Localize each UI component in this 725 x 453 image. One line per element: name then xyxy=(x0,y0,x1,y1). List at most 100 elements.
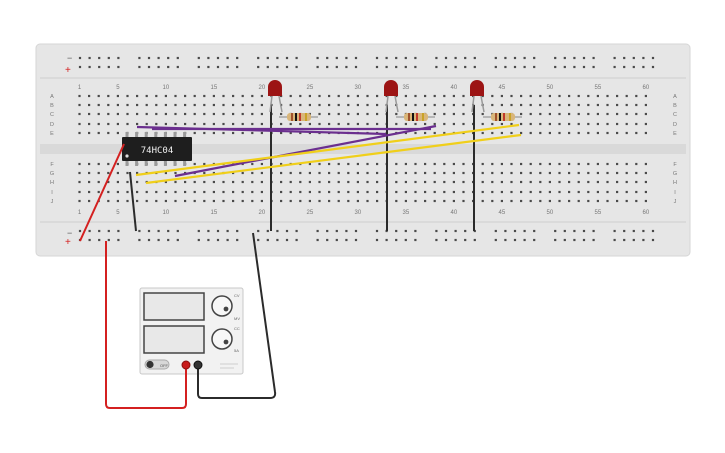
red-supply-lead[interactable] xyxy=(105,241,187,409)
current-knob[interactable] xyxy=(211,328,233,350)
hole xyxy=(644,103,647,107)
hole xyxy=(174,190,177,194)
rail-hole xyxy=(435,229,438,233)
yellow-wire-1[interactable] xyxy=(135,123,520,177)
led-3-leg-a xyxy=(471,95,475,113)
hole xyxy=(212,190,215,194)
rail-hole xyxy=(147,229,151,233)
hole xyxy=(395,199,398,203)
hole xyxy=(289,180,292,184)
hole xyxy=(126,180,129,184)
hole xyxy=(203,112,206,116)
hole xyxy=(491,180,494,184)
led-3[interactable] xyxy=(470,80,485,113)
hole xyxy=(606,180,609,184)
hole xyxy=(433,94,436,98)
black-supply-lead[interactable] xyxy=(197,232,277,399)
led-1[interactable] xyxy=(268,80,283,113)
hole xyxy=(395,180,398,184)
resistor-2[interactable] xyxy=(396,113,435,121)
hole xyxy=(222,112,225,116)
hole xyxy=(193,112,196,116)
row-letter-right: H xyxy=(673,180,677,186)
black-wire-chip-gnd[interactable] xyxy=(129,171,137,232)
rail-hole xyxy=(651,229,655,233)
rail-hole xyxy=(257,238,260,242)
hole xyxy=(88,162,91,166)
hole xyxy=(606,112,609,116)
rail-hole xyxy=(464,238,467,242)
resistor-1[interactable] xyxy=(279,113,318,121)
rail-hole xyxy=(454,65,457,69)
hole xyxy=(356,162,359,166)
hole xyxy=(184,180,187,184)
rail-hole xyxy=(613,238,616,242)
rail-hole xyxy=(623,65,626,69)
rail-hole xyxy=(226,238,229,242)
hole xyxy=(318,103,321,107)
hole xyxy=(260,199,263,203)
hole xyxy=(97,103,100,107)
hole xyxy=(184,199,187,203)
purple-wire-3[interactable] xyxy=(174,124,437,178)
hole xyxy=(424,162,427,166)
hole xyxy=(491,94,494,98)
hole xyxy=(366,103,369,107)
hole xyxy=(414,190,417,194)
hole xyxy=(356,122,359,126)
hole xyxy=(308,131,311,135)
resistor-3[interactable] xyxy=(483,113,522,121)
ic-chip-74hc04[interactable]: 74HC04 xyxy=(122,132,192,166)
hole xyxy=(433,112,436,116)
rail-hole xyxy=(573,56,576,60)
rail-hole xyxy=(335,56,338,60)
rail-hole xyxy=(354,238,358,242)
rail-hole xyxy=(285,65,289,69)
positive-terminal[interactable] xyxy=(181,360,191,370)
hole xyxy=(145,103,148,107)
hole xyxy=(520,190,523,194)
hole xyxy=(606,190,609,194)
rail-hole xyxy=(147,238,151,242)
rail-hole xyxy=(554,238,557,242)
voltage-knob[interactable] xyxy=(211,295,233,317)
resistor-3-band-1 xyxy=(495,113,497,121)
hole xyxy=(548,122,551,126)
yellow-wire-2[interactable] xyxy=(145,133,522,185)
red-wire-chip-vcc[interactable] xyxy=(79,143,125,242)
power-supply: CV MV CC 5A OFF xyxy=(139,287,244,375)
rail-hole xyxy=(632,238,635,242)
hole xyxy=(78,190,81,194)
bottom-rail-minus-label: − xyxy=(67,228,72,238)
rail-hole xyxy=(98,65,101,69)
hole xyxy=(136,122,139,126)
hole xyxy=(232,94,235,98)
hole xyxy=(97,131,100,135)
hole xyxy=(433,122,436,126)
hole xyxy=(78,171,81,175)
negative-terminal[interactable] xyxy=(193,360,203,370)
hole xyxy=(193,180,196,184)
chip-pin-bottom xyxy=(163,160,167,166)
breadboard-labels: 1155101015152020252530303535404045455050… xyxy=(50,85,677,216)
rail-hole xyxy=(454,229,457,233)
rail-hole xyxy=(176,229,179,233)
hole xyxy=(587,112,590,116)
hole xyxy=(568,94,571,98)
hole xyxy=(212,171,215,175)
hole xyxy=(443,162,446,166)
led-2[interactable] xyxy=(384,80,399,113)
rail-hole xyxy=(117,56,120,60)
hole xyxy=(577,180,580,184)
rail-hole xyxy=(236,65,239,69)
hole xyxy=(366,122,369,126)
hole xyxy=(241,112,244,116)
rail-hole xyxy=(404,229,407,233)
hole xyxy=(625,122,628,126)
hole xyxy=(395,171,398,175)
column-number-top: 50 xyxy=(547,85,554,91)
hole xyxy=(481,180,484,184)
column-number-top: 45 xyxy=(499,85,506,91)
hole xyxy=(222,94,225,98)
